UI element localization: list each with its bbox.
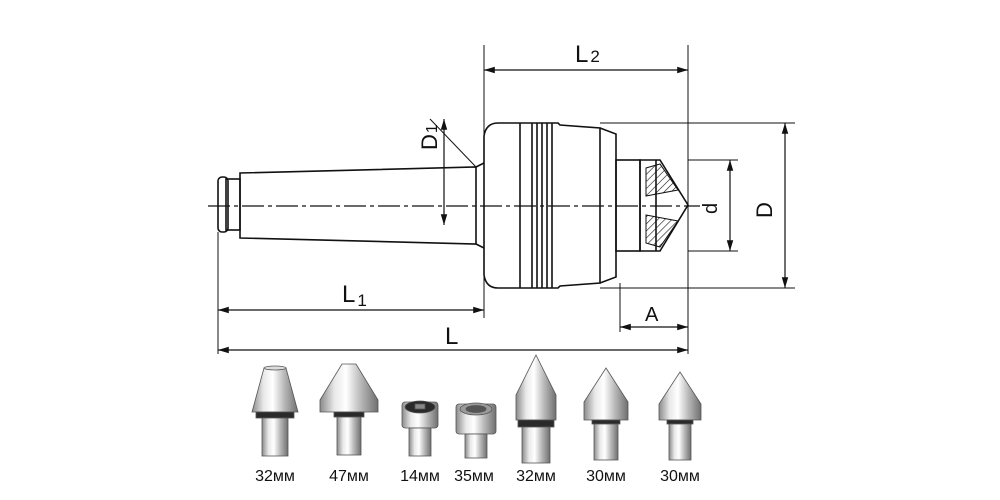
tip-size-label: 35мм <box>454 468 494 485</box>
point-tip-icon <box>658 371 702 461</box>
tips-row: 32мм 47мм 14мм <box>251 354 702 485</box>
tip-size-label: 14мм <box>400 468 440 485</box>
conical-flat-top-tip-icon <box>251 365 299 457</box>
dim-label-d1: D1 <box>417 124 442 150</box>
dim-label-a: A <box>645 304 659 326</box>
tip-4: 35мм <box>454 402 497 485</box>
tip-size-label: 47мм <box>329 468 369 485</box>
dim-label-l: L <box>445 323 458 350</box>
dim-label-d-small: d <box>700 203 722 214</box>
tip-size-label: 32мм <box>255 468 295 485</box>
tip-7: 30мм <box>658 371 702 485</box>
small-cup-tip-icon <box>401 400 439 457</box>
tip-3: 14мм <box>400 400 440 485</box>
tip-2: 47мм <box>319 363 379 485</box>
tip-5: 32мм <box>515 354 557 485</box>
dim-label-d-large: D <box>752 202 777 218</box>
tip-size-label: 30мм <box>660 468 700 485</box>
point-tip-icon <box>583 367 629 461</box>
cup-tip-icon <box>455 402 497 459</box>
tip-section-hatching <box>645 163 679 248</box>
extension-lines <box>217 45 795 354</box>
dimension-lines <box>218 66 789 354</box>
tip-1: 32мм <box>251 365 299 485</box>
tip-size-label: 32мм <box>516 468 556 485</box>
wide-cone-tip-icon <box>319 363 379 456</box>
long-point-tip-icon <box>515 354 557 464</box>
tip-size-label: 30мм <box>586 468 626 485</box>
tip-6: 30мм <box>583 367 629 485</box>
